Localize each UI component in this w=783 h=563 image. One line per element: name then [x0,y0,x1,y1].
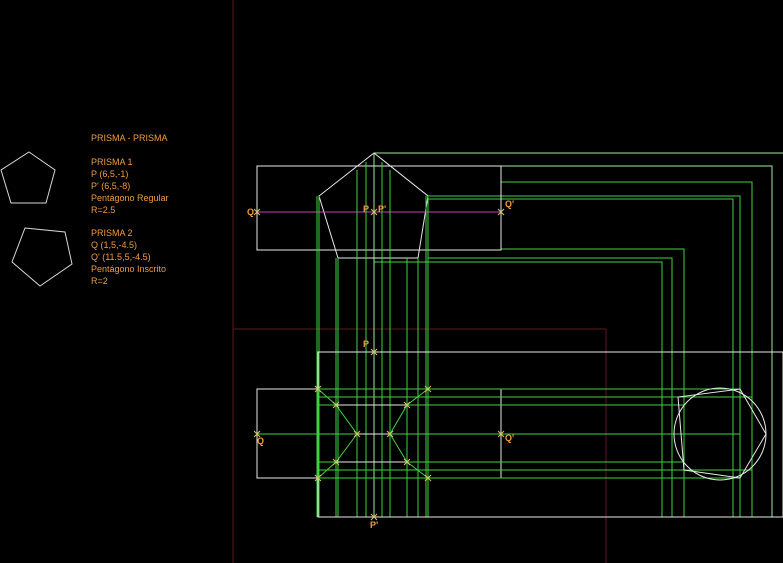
prism1-heading: PRISMA 1 [91,157,133,167]
prism2-q: Q (1,5,-4.5) [91,240,138,250]
prism1-info: PRISMA 1 P (6,5,-1) P' (6,5,-8) Pentágon… [91,156,169,216]
drawing-title-block: PRISMA - PRISMA [91,132,168,144]
legend-regular-pentagon [0,151,56,204]
prism1-p-prime: P' (6,5,-8) [91,181,131,191]
vertical-projection-lines [316,153,429,517]
label-q-prime-bottom: Q' [505,433,514,443]
label-q-top: Q [247,207,254,217]
prism2-info: PRISMA 2 Q (1,5,-4.5) Q' (11.5,5,-4.5) P… [91,227,166,287]
top-view-prism [256,152,502,259]
prism2-q-prime: Q' (11.5,5,-4.5) [91,252,151,262]
prism2-radius: R=2 [91,276,108,286]
side-view-circle [673,387,767,481]
prism1-base: Pentágono Regular [91,193,169,203]
prism1-radius: R=2.5 [91,205,116,215]
label-q-prime-top: Q' [505,199,514,209]
label-p-prime-bottom: P' [370,520,378,530]
prism1-p: P (6,5,-1) [91,169,129,179]
projection-lines-top [374,152,783,517]
point-markers [253,208,505,521]
prism2-base: Pentágono Inscrito [91,264,167,274]
prism2-heading: PRISMA 2 [91,228,133,238]
viewport-frames [232,0,607,563]
drawing-title: PRISMA - PRISMA [91,133,168,143]
label-q-bottom: Q [257,436,264,446]
label-p-mid: P [363,339,369,349]
label-p-prime-top: P' [378,204,386,214]
legend-inscribed-pentagon [11,227,73,287]
label-p-top: P [363,204,369,214]
